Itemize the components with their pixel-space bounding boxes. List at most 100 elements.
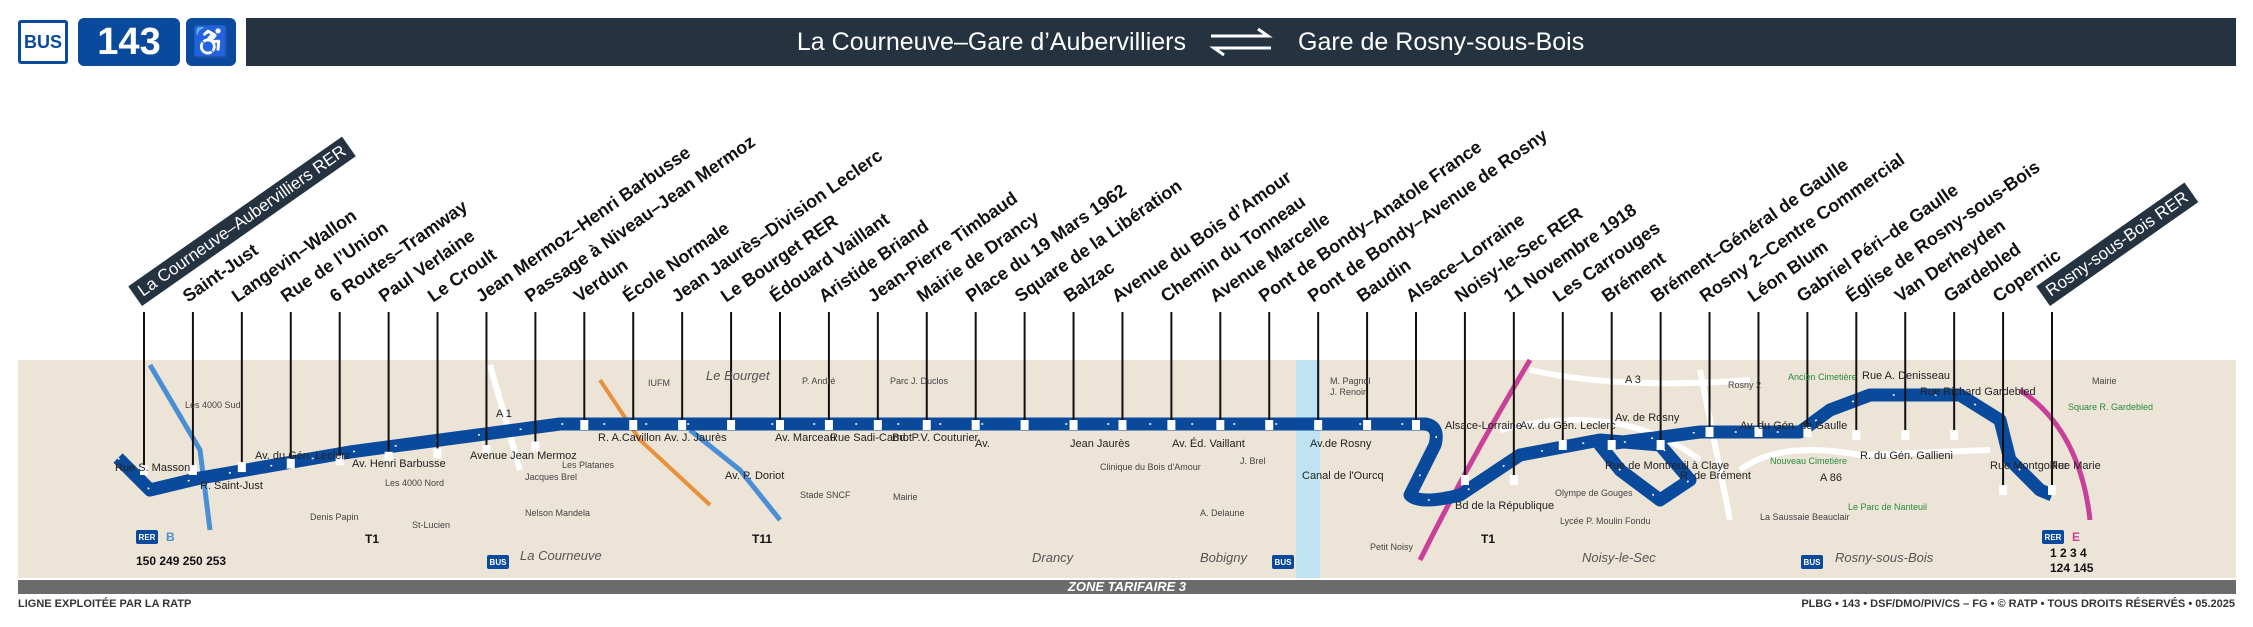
poi-label: St-Lucien [412, 520, 451, 530]
stop-marker [1705, 427, 1714, 437]
town-label: Rosny-sous-Bois [1835, 550, 1934, 565]
operator-notice: LIGNE EXPLOITÉE PAR LA RATP [18, 598, 192, 610]
rer-connections-end: 1 2 3 4 [2050, 546, 2087, 560]
stop-marker [482, 444, 491, 455]
stop-marker [1950, 430, 1959, 440]
stop-marker [1509, 475, 1518, 485]
street-label: A 1 [496, 408, 512, 420]
stop-marker [335, 455, 344, 466]
bus-mode-badge: BUS [18, 20, 68, 64]
tram-track [598, 378, 712, 507]
stop-marker [1460, 475, 1469, 485]
poi-label: Square R. Gardebled [2068, 402, 2154, 412]
copyright-notice: PLBG • 143 • DSF/DMO/PIV/CS – FG • © RAT… [1801, 598, 2235, 610]
street-label: A 3 [1625, 374, 1641, 386]
poi-label: Clinique du Bois d'Amour [1100, 462, 1201, 472]
street-label: Canal de l'Ourcq [1302, 470, 1384, 482]
poi-label: Jacques Brel [525, 472, 578, 482]
town-label: Drancy [1032, 550, 1074, 565]
tram-badge: T1 [365, 532, 380, 546]
fare-zone-banner: ZONE TARIFAIRE 3 [18, 580, 2236, 594]
rer-b-badge: B [166, 530, 175, 544]
rer-e-track-noisy [1417, 358, 1533, 562]
stop-marker [678, 420, 687, 430]
street-label: Av. P. Doriot [725, 470, 785, 482]
poi-label: Nelson Mandela [525, 508, 591, 518]
street-label: Av. de Rosny [1615, 412, 1680, 424]
stop-marker [1412, 420, 1420, 430]
bus-connections-end: 124 145 [2050, 561, 2094, 575]
stop-marker [580, 420, 589, 430]
street-label: Av. Marceau [775, 432, 836, 444]
poi-label: M. Pagnol [1330, 376, 1371, 386]
street-label: Bd de la République [1455, 500, 1555, 512]
stop-marker [1216, 420, 1225, 430]
origin-terminal: La Courneuve–Gare d’Aubervilliers [796, 28, 1186, 56]
stop-marker [922, 420, 931, 430]
bus-badge: BUS [1801, 555, 1823, 569]
street-label: Av.de Rosny [1310, 438, 1372, 450]
stop-marker [1656, 440, 1665, 450]
street-label: Rue Sadi-Carnot [830, 432, 912, 444]
poi-label: Stade SNCF [800, 490, 851, 500]
street-label: Rue S. Masson [115, 462, 191, 474]
stop-marker [531, 441, 540, 452]
street-label: Av. Éd. Vaillant [1172, 438, 1245, 450]
stop-marker [1852, 430, 1861, 440]
poi-label: Rosny 2 [1728, 380, 1762, 390]
street-label: Av. du Gén. de Gaulle [1740, 420, 1848, 432]
stop-marker [1558, 440, 1567, 450]
tram-badge: T11 [752, 532, 773, 546]
wheelchair-access-icon: ♿ [186, 18, 236, 66]
stop-ticks [140, 312, 2056, 495]
stop-marker [1363, 420, 1372, 430]
street-label: Jean Jaurès [1070, 438, 1130, 450]
street-label: R. du Gén. Gallieni [1860, 450, 1953, 462]
poi-label: A. Delaune [1200, 508, 1245, 518]
route-line [113, 388, 2055, 507]
street-label: R. A.Cavillon [598, 432, 661, 444]
tram-badge: T1 [1481, 532, 1496, 546]
poi-label: P. André [802, 376, 836, 386]
poi-label: Les 4000 Nord [385, 478, 445, 488]
stop-marker [188, 465, 197, 475]
stop-marker [1607, 440, 1616, 450]
poi-label: IUFM [648, 378, 670, 388]
rer-e-badge: E [2072, 530, 2081, 544]
poi-label: Le Parc de Nanteuil [1848, 502, 1928, 512]
stop-marker [433, 448, 442, 459]
poi-label: Nouveau Cimetière [1770, 456, 1848, 466]
direction-banner: La Courneuve–Gare d’Aubervilliers Gare d… [246, 18, 2236, 66]
poi-label: Les Platanes [562, 460, 615, 470]
background-roads [487, 364, 1991, 521]
rer-badge: RER [136, 530, 158, 544]
poi-label: Les 4000 Sud [185, 400, 241, 410]
street-label: Rue de Montreuil à Claye [1605, 460, 1730, 472]
stop-marker [1020, 420, 1029, 430]
stop-marker [140, 465, 148, 475]
poi-label: J. Brel [1240, 456, 1266, 466]
street-label: Rue Richard Gardebled [1920, 386, 2036, 398]
stop-marker [1754, 427, 1763, 437]
stop-marker [1118, 420, 1127, 430]
stop-marker [873, 420, 882, 430]
stop-marker [1069, 420, 1078, 430]
stop-marker [1803, 427, 1812, 437]
poi-label: La Saussaie Beauclair [1760, 512, 1850, 522]
street-label: Av. J. Jaurès [664, 432, 727, 444]
town-label: Le Bourget [706, 368, 770, 383]
rer-b-track-bourget [688, 428, 782, 522]
street-label: Bd. P.V. Couturier [892, 432, 979, 444]
poi-label: J. Renoir [1330, 387, 1367, 397]
street-label: R. de Brément [1680, 470, 1751, 482]
stop-marker [776, 420, 784, 430]
stop-marker [727, 420, 736, 430]
stop-marker [629, 420, 638, 430]
street-label: Av. du Gén. Leclerc [255, 450, 351, 462]
destination-terminal: Gare de Rosny-sous-Bois [1298, 28, 1585, 56]
bus-route [113, 388, 2055, 507]
poi-label: Lycée P. Moulin Fondu [1560, 516, 1651, 526]
stop-marker [286, 458, 295, 469]
bus-badge: BUS [1272, 555, 1294, 569]
bidirectional-arrow-icon [1209, 27, 1273, 57]
